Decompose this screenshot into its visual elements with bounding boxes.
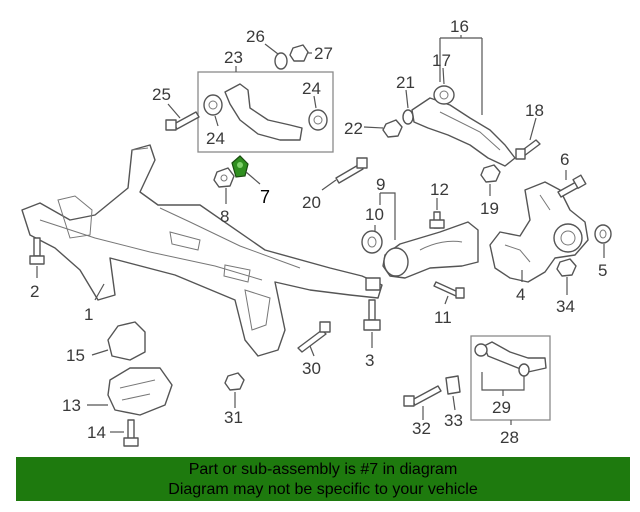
bracket-13[interactable] [107,367,173,416]
bolt-18[interactable] [515,139,541,160]
callout-9: 9 [376,175,385,194]
callout-17: 17 [432,51,451,70]
part-7-highlighted[interactable] [231,155,249,178]
callout-7: 7 [260,187,270,207]
callout-32: 32 [412,419,431,438]
callout-4: 4 [516,285,525,304]
bolt-20[interactable] [335,157,368,184]
callouts: 1 2 3 4 5 6 7 8 9 10 11 12 13 14 15 16 1… [30,17,607,447]
callout-24-right: 24 [302,79,321,98]
bushing-10[interactable] [361,230,383,254]
callout-34: 34 [556,297,575,316]
callout-22: 22 [344,119,363,138]
callout-33: 33 [444,411,463,430]
mount-15[interactable] [107,321,146,361]
bolt-30[interactable] [297,321,331,353]
callout-19: 19 [480,199,499,218]
callout-12: 12 [430,180,449,199]
callout-8: 8 [220,207,229,226]
nut-22[interactable] [382,119,403,138]
callout-31: 31 [224,408,243,427]
bolt-25[interactable] [165,111,200,131]
callout-2: 2 [30,282,39,301]
bushing-17[interactable] [433,85,455,105]
assembly-box-23[interactable] [197,71,334,153]
bolt-32[interactable] [403,385,442,407]
bolt-12[interactable] [429,211,445,229]
callout-6: 6 [560,150,569,169]
nut-19[interactable] [480,164,501,183]
parts-diagram: 1 2 3 4 5 6 7 8 9 10 11 12 13 14 15 16 1… [21,17,612,447]
nut-27[interactable] [289,44,309,62]
callout-14: 14 [87,423,106,442]
callout-28: 28 [500,428,519,447]
callout-1: 1 [84,305,93,324]
info-banner: Part or sub-assembly is #7 in diagram Di… [16,457,630,501]
callout-10: 10 [365,205,384,224]
callout-29: 29 [492,398,511,417]
nut-8[interactable] [213,167,235,188]
bolt-6[interactable] [557,174,587,198]
bolt-3[interactable] [363,299,381,331]
callout-30: 30 [302,359,321,378]
nut-34[interactable] [556,258,577,277]
callout-27: 27 [314,44,333,63]
banner-line-2: Diagram may not be specific to your vehi… [168,481,478,498]
bolt-11[interactable] [433,281,465,299]
washer-21[interactable] [402,109,414,125]
callout-20: 20 [302,193,321,212]
callout-26: 26 [246,27,265,46]
bolt-2[interactable] [29,237,45,265]
knuckle-4[interactable] [489,181,589,283]
callout-5: 5 [598,261,607,280]
ring-26[interactable] [274,52,288,70]
callout-3: 3 [365,351,374,370]
callout-16: 16 [450,17,469,36]
banner-line-1: Part or sub-assembly is #7 in diagram [188,461,458,478]
upper-arm-16[interactable] [411,97,516,167]
callout-24-left: 24 [206,129,225,148]
plate-33[interactable] [445,375,461,395]
callout-18: 18 [525,101,544,120]
rear-subframe[interactable] [21,144,383,357]
callout-21: 21 [396,73,415,92]
callout-25: 25 [152,85,171,104]
callout-11: 11 [434,308,452,327]
callout-13: 13 [62,396,81,415]
control-arm-9[interactable] [382,221,479,279]
leader-lines [36,35,605,433]
bushing-5[interactable] [594,224,612,244]
bolt-14[interactable] [123,419,139,447]
nut-31[interactable] [224,372,245,391]
assembly-box-28[interactable] [470,335,551,421]
callout-15: 15 [66,346,85,365]
callout-23: 23 [224,48,243,67]
